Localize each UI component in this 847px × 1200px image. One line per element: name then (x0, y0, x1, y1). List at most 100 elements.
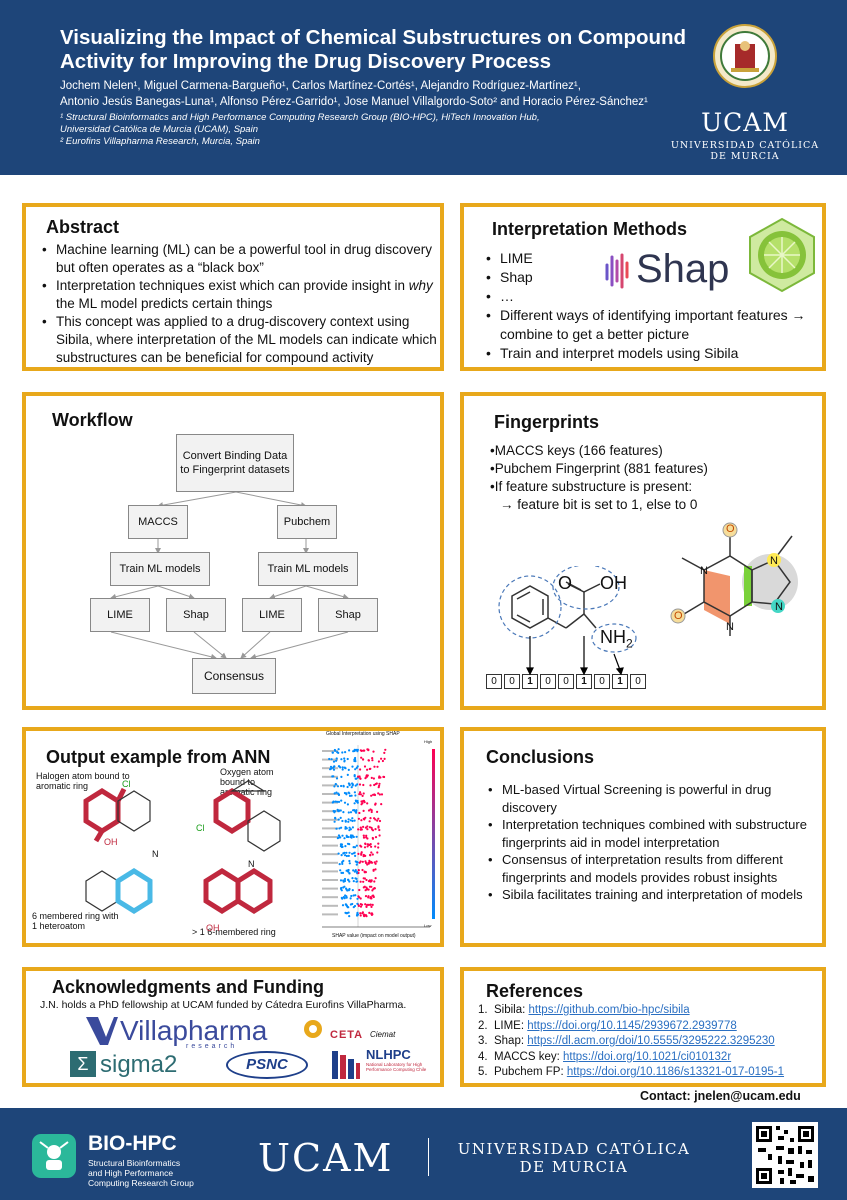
shap-point (377, 792, 380, 795)
shap-point (383, 751, 386, 754)
shap-point (359, 777, 362, 780)
shap-point (350, 894, 353, 898)
shap-point (357, 817, 360, 820)
villapharma-logo-icon (86, 1017, 118, 1045)
shap-point (333, 765, 336, 768)
shap-point (343, 879, 347, 883)
shap-point (347, 768, 350, 771)
shap-point (340, 826, 343, 829)
shap-point (363, 915, 366, 918)
ack-heading: Acknowledgments and Funding (52, 977, 325, 997)
workflow-step-train-pubchem: Train ML models (258, 552, 358, 586)
shap-point (360, 803, 363, 806)
shap-point (365, 915, 368, 918)
shap-point (340, 758, 343, 761)
fp-bit-5: 0 (558, 674, 574, 689)
shap-point (349, 897, 352, 900)
caffeine-nitrogen-1: N (700, 565, 708, 577)
shap-point (366, 802, 369, 805)
workflow-step-train-maccs: Train ML models (110, 552, 210, 586)
shap-point (348, 851, 351, 854)
shap-point (364, 816, 367, 819)
shap-point (374, 862, 377, 865)
fp-bit-7: 0 (594, 674, 610, 689)
shap-point (381, 759, 384, 763)
shap-point (354, 768, 357, 771)
shap-point (370, 794, 373, 797)
workflow-step-convert: Convert Binding Data to Fingerprint data… (176, 434, 294, 492)
shap-point (335, 827, 338, 830)
shap-point (370, 905, 373, 908)
shap-point (352, 906, 355, 909)
shap-point (365, 886, 368, 889)
shap-point (374, 845, 377, 848)
ref-2-label: LIME: (493, 1019, 528, 1032)
output-example-panel: Output example from ANN Halogen atom bou… (22, 727, 444, 947)
shap-point (359, 828, 362, 831)
shap-point (359, 880, 362, 883)
shap-point (359, 749, 362, 752)
shap-point (341, 834, 344, 837)
ref-2-link[interactable]: https://doi.org/10.1145/2939672.2939778 (527, 1019, 737, 1032)
qr-code-icon[interactable] (752, 1122, 818, 1188)
shap-point (357, 852, 360, 855)
shap-point (359, 903, 362, 906)
shap-point (348, 888, 351, 891)
shap-point (348, 862, 351, 865)
shap-point (363, 818, 366, 821)
ref-5-link[interactable]: https://doi.org/10.1186/s13321-017-0195-… (566, 1066, 785, 1078)
contact-email: Contact: jnelen@ucam.edu (640, 1089, 801, 1103)
biohpc-sub-3: Computing Research Group (88, 1178, 194, 1188)
shap-point (357, 904, 360, 907)
conclusion-bullet-1: ML-based Virtual Screening is powerful i… (486, 781, 822, 816)
shap-point (341, 862, 344, 865)
shap-point (359, 768, 362, 771)
fp-bullet-1-text: MACCS keys (166 features) (494, 443, 663, 458)
ref-4-link[interactable]: https://doi.org/10.1021/ci010132r (563, 1050, 732, 1063)
conclusion-bullet-2: Interpretation techniques combined with … (486, 816, 822, 851)
footer-university-name: UNIVERSIDAD CATÓLICA DE MURCIA (444, 1140, 704, 1176)
caffeine-structure (670, 522, 798, 636)
shap-point (365, 878, 368, 882)
shap-point (345, 903, 348, 906)
mol4-hydroxyl: OH (206, 923, 220, 933)
shap-point (355, 748, 358, 751)
shap-point (362, 836, 366, 839)
shap-point (362, 880, 365, 883)
footer-univ-line-2: DE MURCIA (519, 1158, 629, 1176)
shap-point (346, 912, 349, 915)
shap-point (368, 820, 371, 823)
fp-bit-1: 0 (486, 674, 502, 689)
conclusion-bullet-4: Sibila facilitates training and interpre… (486, 886, 822, 904)
shap-point (374, 828, 377, 831)
shap-point (358, 793, 361, 796)
shap-point (342, 852, 345, 855)
caffeine-oxygen-2: O (674, 610, 683, 622)
shap-point (348, 794, 352, 797)
shap-point (341, 897, 344, 900)
shap-point (376, 810, 379, 813)
shap-point (344, 819, 347, 822)
shap-point (355, 777, 358, 780)
fp-bit-4: 0 (540, 674, 556, 689)
lime-logo-icon (749, 217, 815, 293)
shap-point (378, 782, 381, 785)
shap-point (347, 820, 350, 823)
shap-point (376, 851, 379, 854)
shap-point (350, 786, 353, 789)
shap-point (334, 800, 337, 803)
mol1-nitrogen: N (152, 849, 159, 859)
shap-point (339, 869, 342, 872)
ref-1-link[interactable]: https://github.com/bio-hpc/sibila (528, 1004, 690, 1016)
affiliation-2: ² Eurofins Villapharma Research, Murcia,… (60, 136, 260, 147)
fp-bullet-3: •If feature substructure is present: (490, 479, 693, 494)
shap-point (335, 791, 338, 794)
fp-arrow-line: → feature bit is set to 1, else to 0 (500, 497, 698, 512)
ref-3-link[interactable]: https://dl.acm.org/doi/10.5555/3295222.3… (527, 1035, 775, 1047)
biohpc-logo-icon (32, 1134, 76, 1178)
shap-point (361, 868, 364, 872)
references-heading: References (486, 981, 584, 1001)
fingerprints-list: •MACCS keys (166 features) •Pubchem Fing… (490, 442, 820, 514)
shap-point (328, 757, 331, 761)
shap-point (354, 894, 357, 897)
